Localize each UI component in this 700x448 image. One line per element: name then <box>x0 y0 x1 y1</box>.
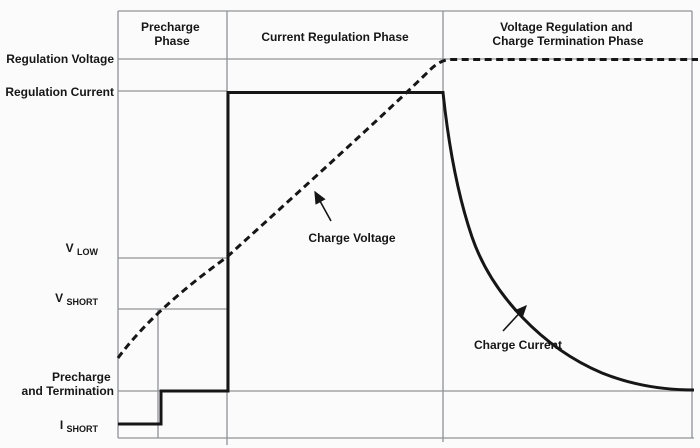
charge-current-arrow-icon <box>502 304 527 332</box>
label-vshort: V SHORT <box>55 291 98 307</box>
annotation-charge-voltage: Charge Voltage <box>308 231 395 245</box>
label-vlow: V LOW <box>66 241 99 257</box>
label-regulation-current: Regulation Current <box>5 85 114 99</box>
charge-voltage-curve <box>116 58 698 359</box>
annotation-charge-current: Charge Current <box>474 338 562 352</box>
label-ishort: I SHORT <box>60 418 99 434</box>
charge-current-curve <box>118 91 695 426</box>
phase-header-current-regulation: Current Regulation Phase <box>261 30 409 44</box>
phase-header-precharge: Precharge Phase <box>141 20 203 48</box>
charge-voltage-arrow-icon <box>314 190 332 222</box>
phase-header-voltage-regulation: Voltage Regulation and Charge Terminatio… <box>492 20 643 48</box>
label-regulation-voltage: Regulation Voltage <box>6 52 114 66</box>
chart-frame <box>117 10 694 445</box>
label-precharge-termination: Precharge and Termination <box>22 370 114 398</box>
